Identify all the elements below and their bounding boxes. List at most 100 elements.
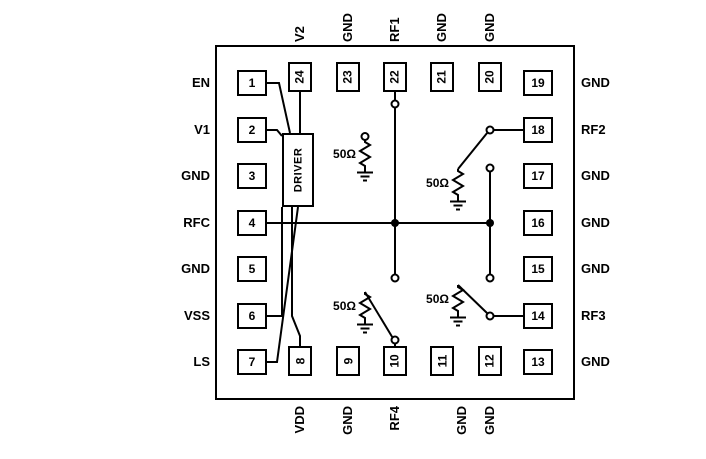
rf1-termination-label: 50Ω	[333, 147, 356, 161]
pin-12-number: 12	[482, 354, 497, 368]
pin-19-label: GND	[581, 75, 610, 90]
pin-6-number: 6	[248, 309, 256, 323]
pin-8-label: VDD	[292, 406, 307, 434]
rf2-pivot-contact	[485, 125, 495, 135]
pin-23-box: 23	[336, 62, 360, 92]
pin-5-box: 5	[237, 256, 267, 282]
pin-13-box: 13	[523, 349, 553, 375]
switch-contacts	[360, 99, 495, 345]
pin-24-label: V2	[292, 26, 307, 42]
pin-13-label: GND	[581, 354, 610, 369]
pin-9-box: 9	[336, 346, 360, 376]
pin-14-label: RF3	[581, 308, 606, 323]
pin-7-number: 7	[248, 355, 256, 369]
pin-15-number: 15	[531, 262, 545, 276]
pin-20-label: GND	[482, 13, 497, 42]
vdd-wire	[291, 207, 301, 346]
pin-18-label: RF2	[581, 122, 606, 137]
pin-2-number: 2	[248, 123, 256, 137]
pin-17-number: 17	[531, 169, 545, 183]
pin-17-label: GND	[581, 168, 610, 183]
pin-6-box: 6	[237, 303, 267, 329]
rf2-term-arm	[457, 131, 489, 170]
pin-2-label: V1	[194, 122, 210, 137]
ground-symbols	[357, 168, 466, 334]
pin-23-label: GND	[340, 13, 355, 42]
pin-7-label: LS	[193, 354, 210, 369]
rf4-ground-icon	[357, 320, 373, 334]
pin-22-label: RF1	[387, 17, 402, 42]
pin-11-box: 11	[430, 346, 454, 376]
rf3-resistor	[451, 285, 465, 313]
pin-2-box: 2	[237, 117, 267, 143]
pin-3-number: 3	[248, 169, 256, 183]
pin-18-box: 18	[523, 117, 553, 143]
rf4-series-contact	[390, 273, 400, 283]
rf1-term-contact	[360, 132, 370, 141]
pin-10-box: 10	[383, 346, 407, 376]
pin-15-label: GND	[581, 261, 610, 276]
pin-19-number: 19	[531, 76, 545, 90]
pin-23-number: 23	[340, 70, 355, 84]
rf2-ground-icon	[450, 197, 466, 211]
pin-11-number: 11	[435, 354, 449, 368]
pin-14-box: 14	[523, 303, 553, 329]
pin-9-label: GND	[340, 406, 355, 435]
pin-16-label: GND	[581, 215, 610, 230]
rf3-pivot-contact	[485, 311, 495, 321]
rf3-series-contact	[485, 273, 495, 283]
pin-19-box: 19	[523, 70, 553, 96]
pin-21-number: 21	[434, 70, 449, 84]
pin-21-label: GND	[434, 13, 449, 42]
pin-10-label: RF4	[387, 406, 402, 431]
termination-resistors	[358, 140, 465, 320]
rf3-termination-label: 50Ω	[426, 292, 449, 306]
pin-1-label: EN	[191, 75, 210, 90]
en-wire	[267, 82, 291, 134]
pin-16-number: 16	[531, 216, 545, 230]
pin-14-number: 14	[531, 309, 545, 323]
pin-13-number: 13	[531, 355, 545, 369]
rf3-ground-icon	[450, 313, 466, 327]
pin-11-label: GND	[454, 406, 469, 435]
pin-20-number: 20	[482, 70, 497, 84]
driver-block: DRIVER	[282, 133, 314, 207]
rf4-term-arm	[364, 291, 394, 339]
pin-1-box: 1	[237, 70, 267, 96]
pin-5-label: GND	[181, 261, 210, 276]
rf4-resistor	[358, 292, 372, 320]
pin-7-box: 7	[237, 349, 267, 375]
pin-21-box: 21	[430, 62, 454, 92]
pin-3-label: GND	[181, 168, 210, 183]
rf1-ground-icon	[357, 168, 373, 182]
pin-10-number: 10	[387, 354, 402, 368]
pin-18-number: 18	[531, 123, 545, 137]
pin-15-box: 15	[523, 256, 553, 282]
rf2-series-contact	[485, 163, 495, 173]
rf1-pivot-contact	[390, 99, 400, 109]
rf4-pivot-contact	[390, 335, 400, 345]
pin-17-box: 17	[523, 163, 553, 189]
rfc-junction-dot-2	[486, 219, 494, 227]
vss-wire	[267, 207, 283, 317]
pin-1-number: 1	[248, 76, 256, 90]
pin-22-box: 22	[383, 62, 407, 92]
junction-dots	[391, 219, 494, 227]
pin-9-number: 9	[341, 357, 355, 365]
pin-12-label: GND	[482, 406, 497, 435]
pin-12-box: 12	[478, 346, 502, 376]
pin-20-box: 20	[478, 62, 502, 92]
pin-8-box: 8	[288, 346, 312, 376]
driver-control-wires	[267, 82, 301, 363]
pin-16-box: 16	[523, 210, 553, 236]
pin-24-number: 24	[292, 70, 307, 84]
pin-3-box: 3	[237, 163, 267, 189]
pin-4-box: 4	[237, 210, 267, 236]
pin-22-number: 22	[387, 70, 402, 84]
pin-4-number: 4	[248, 216, 256, 230]
pin-5-number: 5	[248, 262, 256, 276]
rf4-termination-label: 50Ω	[333, 299, 356, 313]
pin-6-label: VSS	[183, 308, 210, 323]
